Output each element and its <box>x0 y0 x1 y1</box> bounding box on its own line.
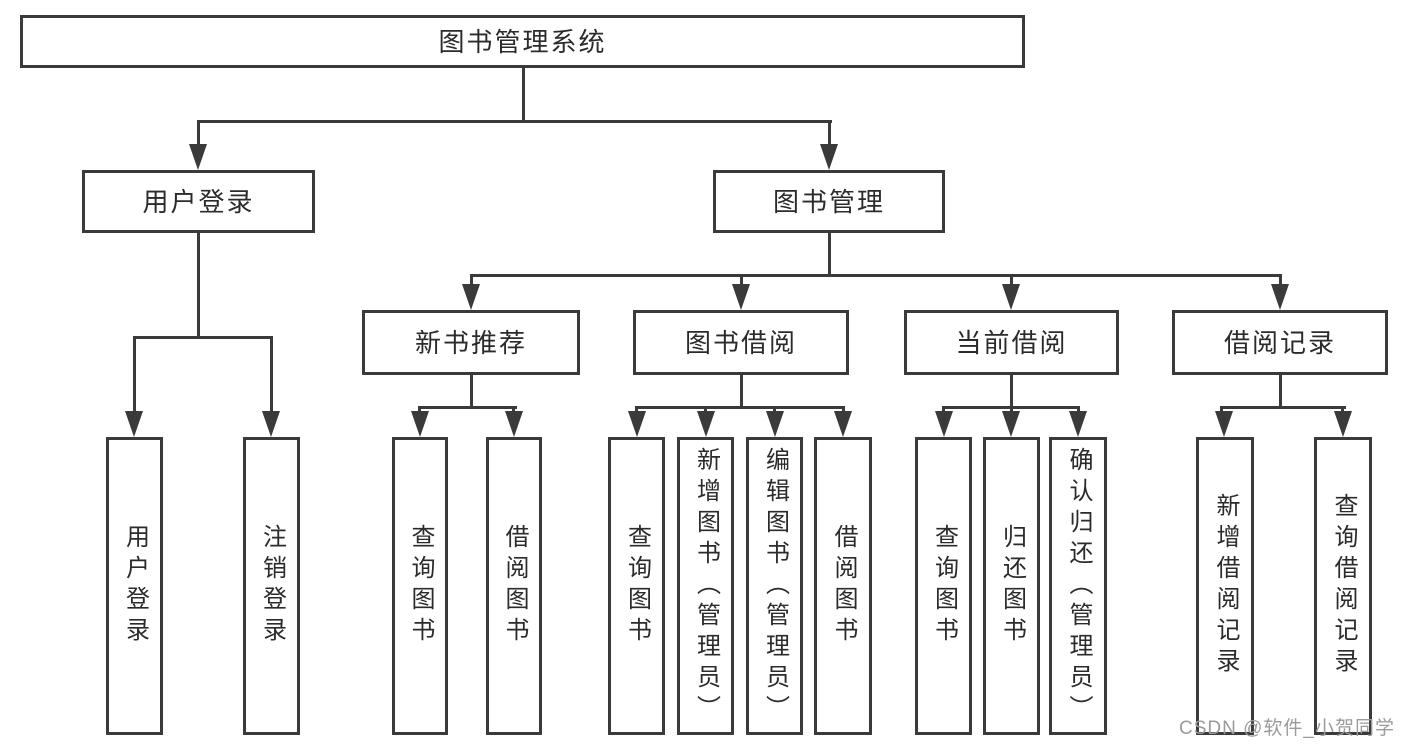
connector-vline <box>704 406 707 414</box>
node-label: 图书借阅 <box>684 327 797 358</box>
node-add-borrow-record: 新增借阅记录 <box>1196 437 1254 735</box>
connector-vline <box>635 406 638 414</box>
connector-vline <box>740 373 743 409</box>
connector-hline <box>418 406 517 409</box>
connector-vline <box>842 406 845 414</box>
node-label: 借阅图书 <box>501 524 528 648</box>
connector-vline <box>1077 406 1080 414</box>
connector-vline <box>1279 373 1282 409</box>
connector-vline <box>1279 274 1282 286</box>
connector-vline <box>1341 406 1344 414</box>
connector-vline <box>512 406 515 414</box>
node-label: 图书管理系统 <box>438 26 607 57</box>
node-label: 当前借阅 <box>955 327 1068 358</box>
connector-hline <box>133 336 273 339</box>
arrow-down-icon <box>1002 411 1020 437</box>
node-library-management-system: 图书管理系统 <box>20 15 1025 68</box>
node-user-login-leaf: 用户登录 <box>106 437 163 735</box>
connector-vline <box>1010 373 1013 409</box>
arrow-down-icon <box>189 144 207 170</box>
connector-vline <box>942 406 945 414</box>
arrow-down-icon <box>411 411 429 437</box>
node-book-management: 图书管理 <box>713 170 945 233</box>
connector-vline <box>773 406 776 414</box>
node-label: 新增图书（管理员） <box>692 446 720 726</box>
node-user-login: 用户登录 <box>82 170 315 233</box>
node-new-book-recommend: 新书推荐 <box>362 310 580 375</box>
node-query-books-borrowing: 查询图书 <box>608 437 665 735</box>
connector-vline <box>828 120 831 147</box>
connector-vline <box>197 233 200 338</box>
connector-vline <box>270 336 273 414</box>
arrow-down-icon <box>1215 411 1233 437</box>
arrow-down-icon <box>628 411 646 437</box>
node-label: 借阅记录 <box>1223 327 1336 358</box>
node-edit-book-admin: 编辑图书（管理员） <box>746 437 803 735</box>
arrow-down-icon <box>262 411 280 437</box>
connector-vline <box>470 274 473 286</box>
connector-vline <box>740 274 743 286</box>
connector-vline <box>1220 406 1223 414</box>
connector-vline <box>470 373 473 409</box>
arrow-down-icon <box>1069 411 1087 437</box>
connector-vline <box>133 336 136 414</box>
arrow-down-icon <box>1002 284 1020 310</box>
node-query-borrow-record: 查询借阅记录 <box>1314 437 1372 735</box>
connector-hline <box>197 120 832 123</box>
connector-vline <box>1010 274 1013 286</box>
connector-vline <box>1010 406 1013 414</box>
node-label: 查询图书 <box>407 524 434 648</box>
node-current-borrowing: 当前借阅 <box>904 310 1119 375</box>
node-borrow-books-leaf: 借阅图书 <box>814 437 872 735</box>
arrow-down-icon <box>697 411 715 437</box>
connector-vline <box>828 233 831 276</box>
node-book-borrowing: 图书借阅 <box>633 310 849 375</box>
arrow-down-icon <box>732 284 750 310</box>
node-query-books-current: 查询图书 <box>915 437 972 735</box>
arrow-down-icon <box>834 411 852 437</box>
node-label: 注销登录 <box>258 524 286 648</box>
connector-vline <box>418 406 421 414</box>
node-logout-leaf: 注销登录 <box>243 437 300 735</box>
node-label: 新书推荐 <box>414 327 527 358</box>
node-label: 查询借阅记录 <box>1330 493 1357 679</box>
connector-vline <box>522 68 525 122</box>
node-label: 新增借阅记录 <box>1212 493 1239 679</box>
arrow-down-icon <box>462 284 480 310</box>
node-label: 查询图书 <box>930 524 958 648</box>
node-label: 确认归还（管理员） <box>1065 446 1092 726</box>
arrow-down-icon <box>1334 411 1352 437</box>
arrow-down-icon <box>820 144 838 170</box>
node-label: 用户登录 <box>121 524 149 648</box>
node-add-book-admin: 新增图书（管理员） <box>677 437 734 735</box>
watermark: CSDN @软件_小贺同学 <box>1179 718 1395 739</box>
node-borrow-books-recommend: 借阅图书 <box>486 437 542 735</box>
node-label: 编辑图书（管理员） <box>761 446 789 726</box>
node-label: 归还图书 <box>998 524 1026 648</box>
connector-hline <box>470 274 1281 277</box>
connector-hline <box>635 406 845 409</box>
connector-hline <box>1220 406 1346 409</box>
arrow-down-icon <box>125 411 143 437</box>
connector-vline <box>197 120 200 147</box>
arrow-down-icon <box>935 411 953 437</box>
arrow-down-icon <box>1271 284 1289 310</box>
arrow-down-icon <box>505 411 523 437</box>
node-confirm-return-admin: 确认归还（管理员） <box>1049 437 1107 735</box>
node-query-books-recommend: 查询图书 <box>392 437 448 735</box>
arrow-down-icon <box>766 411 784 437</box>
node-borrowing-records: 借阅记录 <box>1172 310 1388 375</box>
node-return-book: 归还图书 <box>983 437 1040 735</box>
node-label: 用户登录 <box>142 186 255 217</box>
node-label: 图书管理 <box>772 186 885 217</box>
node-label: 借阅图书 <box>830 524 857 648</box>
node-label: 查询图书 <box>623 524 651 648</box>
